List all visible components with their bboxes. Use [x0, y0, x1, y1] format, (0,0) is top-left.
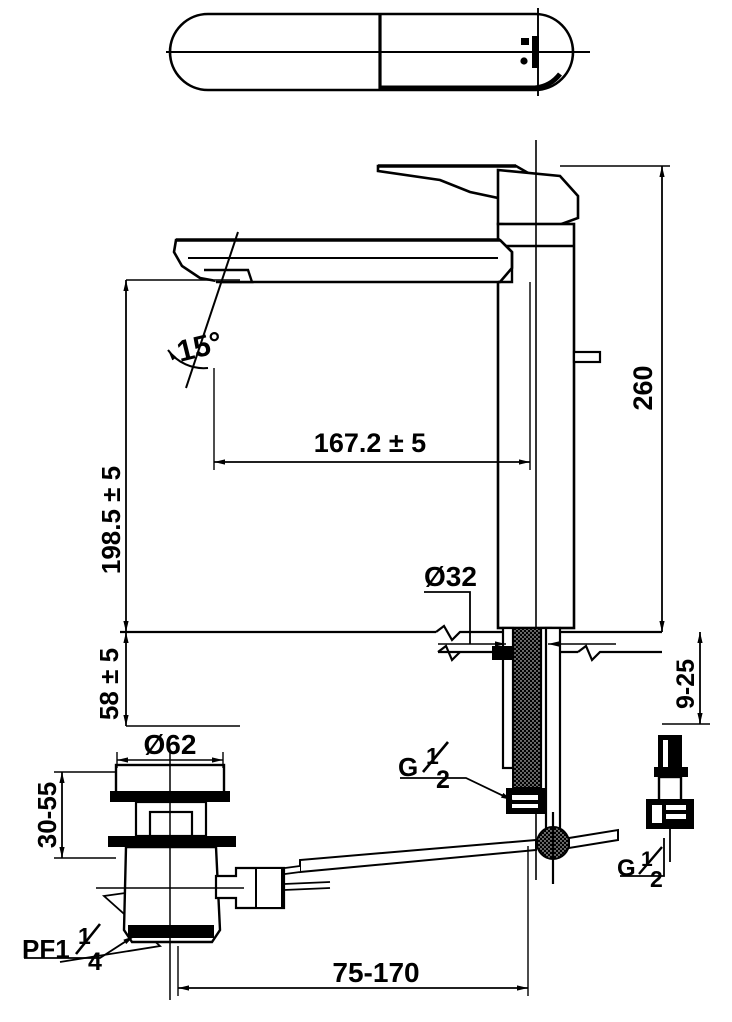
leader-dia-32	[424, 591, 471, 644]
drain-body	[122, 845, 222, 944]
top-view-detail-bar	[532, 36, 539, 68]
label-thread-g-half-left: G 1 2	[398, 741, 450, 794]
dimension-text-layer: 15° 198.5 ± 5 167.2 ± 5 260 58 ± 5 9-25 …	[22, 326, 700, 988]
thread-pf1-den: 4	[88, 948, 102, 976]
drain-popup-assembly	[96, 752, 331, 1000]
thread-pf1-letters: PF1	[22, 934, 70, 964]
thread-pf1-slash	[74, 923, 102, 955]
hose-end-connector	[646, 735, 694, 862]
top-view-body-shadow	[380, 72, 562, 91]
connector-stem-groove	[663, 740, 668, 770]
label-range-75-170: 75-170	[332, 957, 419, 988]
lift-rod-nut	[255, 867, 283, 909]
label-reach-167: 167.2 ± 5	[314, 428, 426, 458]
leader-g-half-left	[400, 777, 513, 801]
label-height-260: 260	[628, 365, 658, 410]
hose-left	[299, 838, 537, 874]
thread-pf1-num: 1	[78, 923, 91, 949]
mounting-nut-slot-a	[512, 795, 538, 800]
mounting-washer	[492, 646, 514, 660]
connector-nut-face-c	[666, 814, 686, 819]
label-angle-15: 15°	[174, 326, 226, 369]
angle-arc-15	[167, 349, 209, 370]
drain-thread-band	[128, 925, 214, 938]
leader-g-half-right	[620, 838, 665, 877]
dimension-lines	[24, 165, 710, 996]
label-thread-pf1-quarter: PF1 1 4	[22, 923, 102, 976]
connector-neck	[657, 775, 683, 803]
supply-tube	[544, 626, 562, 842]
label-height-198: 198.5 ± 5	[96, 466, 126, 574]
top-view-detail-dot	[520, 57, 528, 65]
lift-rod-b	[283, 887, 331, 891]
thread-g-left-letter: G	[398, 752, 418, 782]
body-side-nub	[572, 350, 602, 364]
thread-g-right-num: 1	[641, 848, 653, 871]
mounting-nut-slot-b	[512, 804, 538, 808]
thread-g-right-den: 2	[650, 866, 663, 892]
counter-break-b	[577, 644, 662, 662]
front-section-view	[59, 140, 662, 963]
connector-shoulder	[654, 767, 688, 777]
spout-tip-angle-line	[185, 231, 239, 389]
handle-cap-outline	[496, 168, 580, 228]
thread-g-right-slash	[638, 846, 663, 875]
drain-gasket	[108, 836, 236, 847]
label-thread-g-half-right: G 1 2	[617, 846, 663, 892]
lift-rod-a	[283, 881, 331, 885]
top-view-detail-square	[521, 38, 529, 45]
label-dia-32: Ø32	[424, 561, 477, 592]
hose-right	[568, 828, 619, 850]
connector-nut-face-b	[666, 805, 686, 810]
counter-break-a	[437, 644, 461, 662]
leader-pf1-quarter	[24, 935, 135, 959]
thread-g-left-slash	[422, 741, 449, 773]
thread-g-right-letter: G	[617, 855, 636, 882]
thread-g-left-den: 2	[436, 766, 450, 794]
drain-neck-inner	[148, 810, 194, 838]
top-view-handle	[166, 8, 590, 96]
label-dia-62: Ø62	[144, 729, 197, 760]
connector-nut-face-a	[652, 805, 662, 823]
mounting-nut	[506, 788, 548, 814]
threaded-shank	[512, 627, 542, 789]
shank-wall-left	[501, 626, 515, 770]
label-range-30-55: 30-55	[32, 782, 62, 849]
spout-body-joint	[498, 239, 514, 284]
label-height-58: 58 ± 5	[94, 648, 124, 720]
label-thickness-9-25: 9-25	[672, 659, 700, 709]
